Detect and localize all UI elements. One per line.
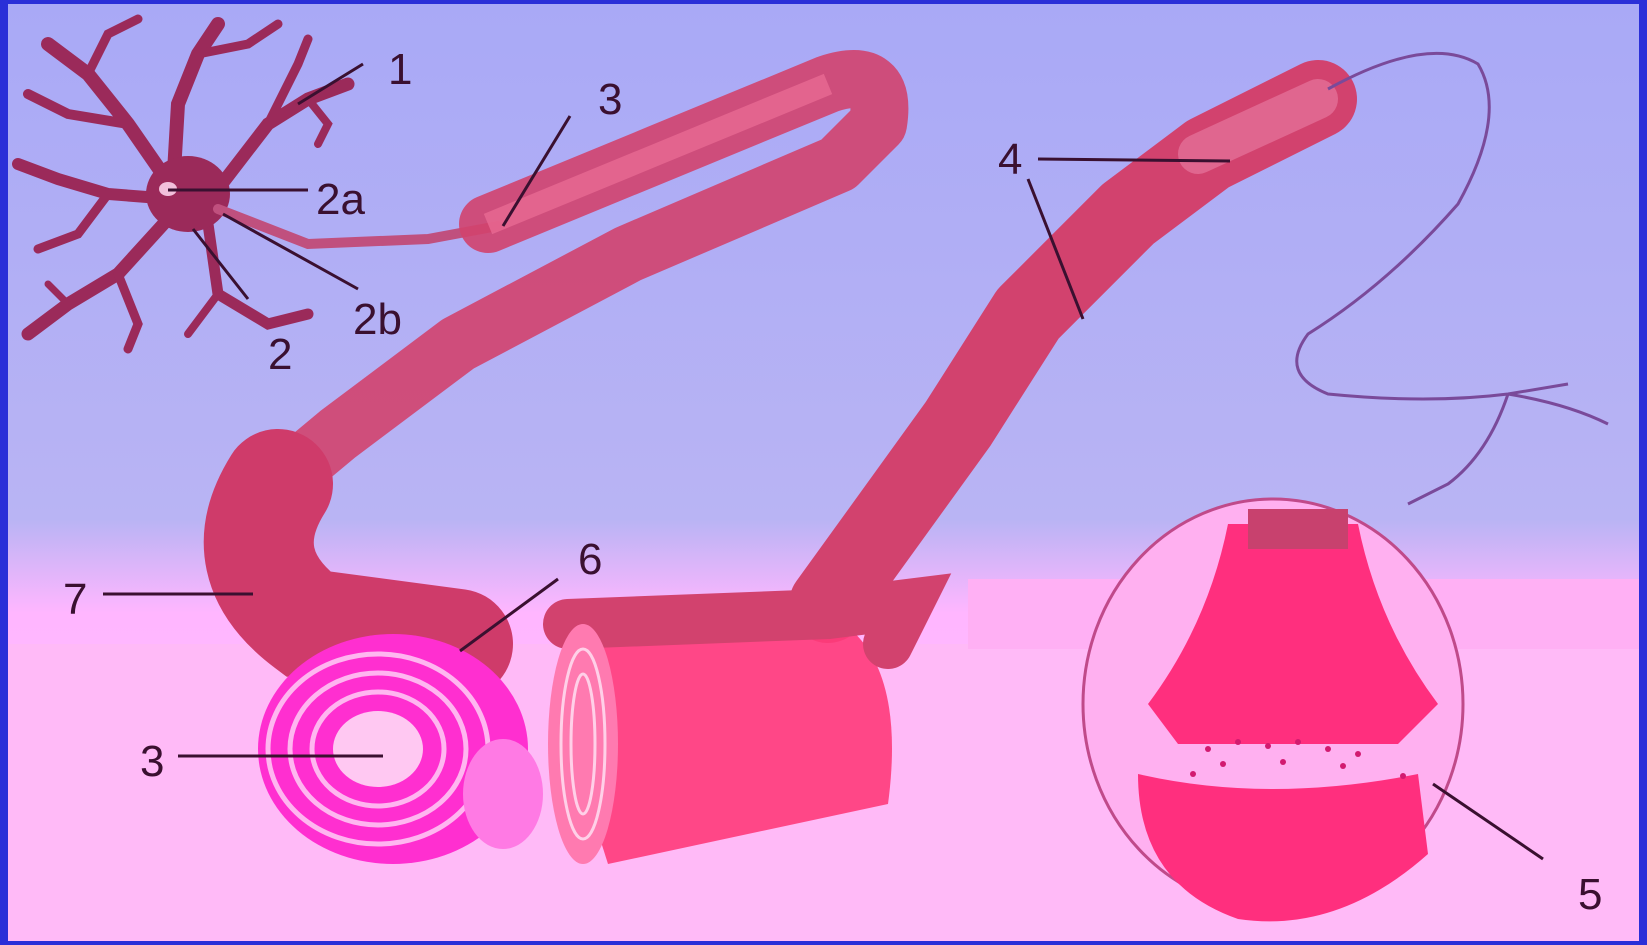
myelin-sheath-loop	[278, 79, 879, 484]
label-2b: 2b	[353, 295, 402, 344]
myelin-segment-7	[259, 484, 458, 644]
diagram-canvas: 1 2a 2b 2 3 4 6 7 3 5	[8, 4, 1639, 941]
label-2a: 2a	[316, 175, 365, 224]
label-3-top: 3	[598, 75, 622, 124]
label-4: 4	[998, 135, 1022, 184]
label-7: 7	[63, 575, 87, 624]
neuron-diagram: 1 2a 2b 2 3 4 6 7 3 5	[8, 4, 1639, 941]
cell-body	[146, 156, 230, 232]
label-3-bottom: 3	[140, 737, 164, 786]
label-2: 2	[268, 330, 292, 379]
label-6: 6	[578, 535, 602, 584]
label-1: 1	[388, 45, 412, 94]
cut-face	[548, 624, 618, 864]
label-5: 5	[1578, 870, 1602, 919]
